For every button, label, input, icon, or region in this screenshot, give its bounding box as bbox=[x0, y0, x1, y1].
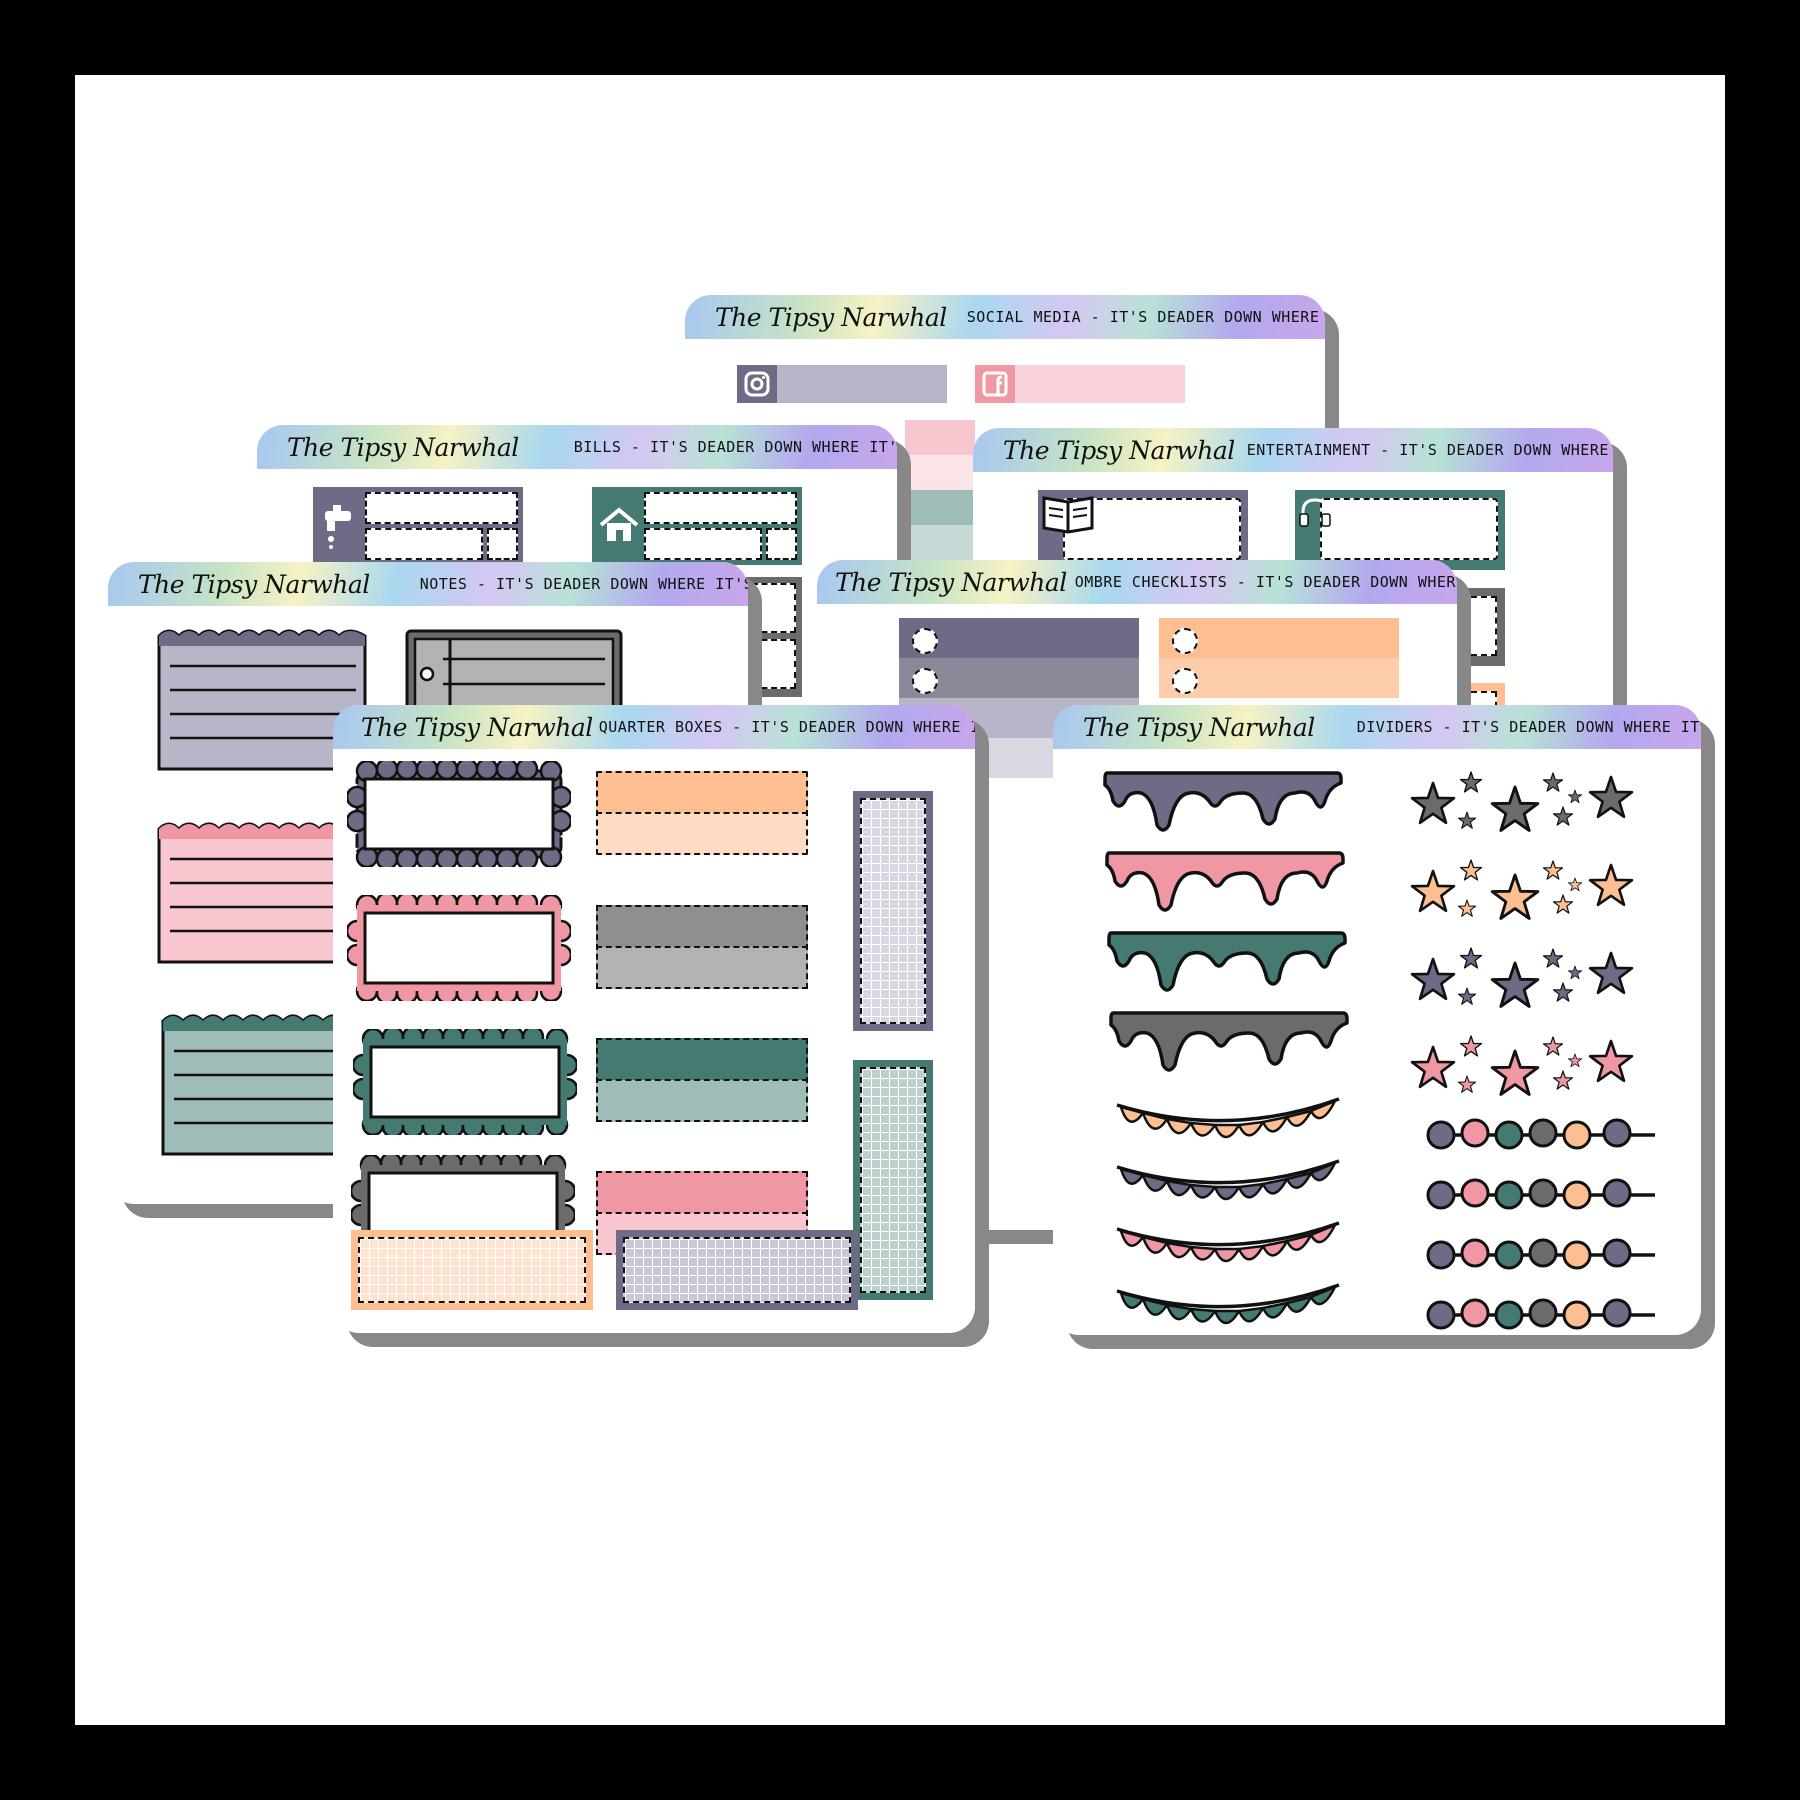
sheet-title: QUARTER BOXES - IT'S DEADER DOWN WHERE I… bbox=[598, 718, 975, 736]
water-bill-box bbox=[313, 487, 523, 565]
grid-box-purple bbox=[616, 1230, 858, 1310]
sheet-title: DIVIDERS - IT'S DEADER DOWN WHERE IT'S W… bbox=[1356, 718, 1701, 736]
bead-divider-1 bbox=[1423, 1115, 1659, 1155]
star-cluster-gray bbox=[1409, 765, 1639, 845]
facebook-icon bbox=[975, 365, 1015, 403]
bunting-divider-purple bbox=[1113, 1155, 1343, 1215]
sheet-quarter-boxes: The Tipsy Narwhal QUARTER BOXES - IT'S D… bbox=[333, 705, 975, 1333]
sheet-header: The Tipsy Narwhal ENTERTAINMENT - IT'S D… bbox=[973, 428, 1613, 472]
sheet-dividers: The Tipsy Narwhal DIVIDERS - IT'S DEADER… bbox=[1053, 705, 1701, 1335]
tag-gray bbox=[405, 629, 625, 719]
sheet-title: SOCIAL MEDIA - IT'S DEADER DOWN WHERE IT… bbox=[966, 308, 1325, 326]
checkbox bbox=[912, 628, 938, 654]
star-cluster-peach bbox=[1409, 853, 1639, 933]
bead-divider-3 bbox=[1423, 1235, 1659, 1275]
drip-divider-teal bbox=[1107, 927, 1347, 997]
book-icon bbox=[1038, 490, 1098, 534]
ombre-box-gray bbox=[596, 905, 808, 989]
star-cluster-purple bbox=[1409, 941, 1639, 1021]
bunting-divider-peach bbox=[1113, 1093, 1343, 1153]
sheet-title: OMBRE CHECKLISTS - IT'S DEADER DOWN WHER… bbox=[1074, 573, 1457, 591]
checklist-peach bbox=[1159, 618, 1399, 778]
checkbox bbox=[912, 668, 938, 694]
sheet-header: The Tipsy Narwhal OMBRE CHECKLISTS - IT'… bbox=[817, 560, 1457, 604]
brand-logo: The Tipsy Narwhal bbox=[715, 302, 947, 332]
brand-logo: The Tipsy Narwhal bbox=[361, 712, 593, 742]
grid-strip-purple bbox=[853, 791, 933, 1031]
drip-divider-purple bbox=[1103, 767, 1343, 837]
ombre-box-peach bbox=[596, 771, 808, 855]
brand-logo: The Tipsy Narwhal bbox=[287, 432, 519, 462]
sheet-header: The Tipsy Narwhal QUARTER BOXES - IT'S D… bbox=[333, 705, 975, 749]
drip-divider-gray bbox=[1109, 1007, 1349, 1077]
brand-logo: The Tipsy Narwhal bbox=[138, 569, 370, 599]
house-bill-box bbox=[592, 487, 802, 565]
checkbox bbox=[1172, 628, 1198, 654]
brand-logo: The Tipsy Narwhal bbox=[835, 567, 1067, 597]
bead-divider-2 bbox=[1423, 1175, 1659, 1215]
sheet-title: NOTES - IT'S DEADER DOWN WHERE IT'S WETT… bbox=[419, 575, 748, 593]
bead-divider-4 bbox=[1423, 1295, 1659, 1335]
ombre-box-teal bbox=[596, 1038, 808, 1122]
scallop-box-purple bbox=[347, 761, 571, 867]
star-cluster-pink bbox=[1409, 1029, 1639, 1109]
sheet-header: The Tipsy Narwhal SOCIAL MEDIA - IT'S DE… bbox=[685, 295, 1325, 339]
sheet-header: The Tipsy Narwhal NOTES - IT'S DEADER DO… bbox=[108, 562, 748, 606]
drip-divider-pink bbox=[1105, 847, 1345, 917]
grid-strip-teal bbox=[853, 1060, 933, 1300]
scallop-box-teal bbox=[353, 1029, 577, 1135]
notepad-purple bbox=[156, 622, 368, 772]
headphones-box bbox=[1295, 490, 1505, 570]
house-icon bbox=[597, 505, 641, 545]
notepad-pink bbox=[156, 815, 368, 965]
sheet-title: ENTERTAINMENT - IT'S DEADER DOWN WHERE I… bbox=[1246, 441, 1613, 459]
grid-box-peach bbox=[351, 1230, 593, 1310]
brand-logo: The Tipsy Narwhal bbox=[1083, 712, 1315, 742]
sheet-header: The Tipsy Narwhal BILLS - IT'S DEADER DO… bbox=[257, 425, 897, 469]
bunting-divider-pink bbox=[1113, 1217, 1343, 1277]
headphones-icon bbox=[1295, 492, 1335, 532]
brand-logo: The Tipsy Narwhal bbox=[1003, 435, 1235, 465]
scallop-box-pink bbox=[347, 895, 571, 1001]
sheet-title: BILLS - IT'S DEADER DOWN WHERE IT'S WETT… bbox=[573, 438, 897, 456]
checkbox bbox=[1172, 668, 1198, 694]
product-canvas: The Tipsy Narwhal SOCIAL MEDIA - IT'S DE… bbox=[75, 75, 1725, 1725]
instagram-icon bbox=[737, 365, 777, 403]
bunting-divider-teal bbox=[1113, 1279, 1343, 1335]
faucet-icon bbox=[317, 501, 361, 551]
sheet-header: The Tipsy Narwhal DIVIDERS - IT'S DEADER… bbox=[1053, 705, 1701, 749]
notepad-teal bbox=[160, 1007, 372, 1157]
